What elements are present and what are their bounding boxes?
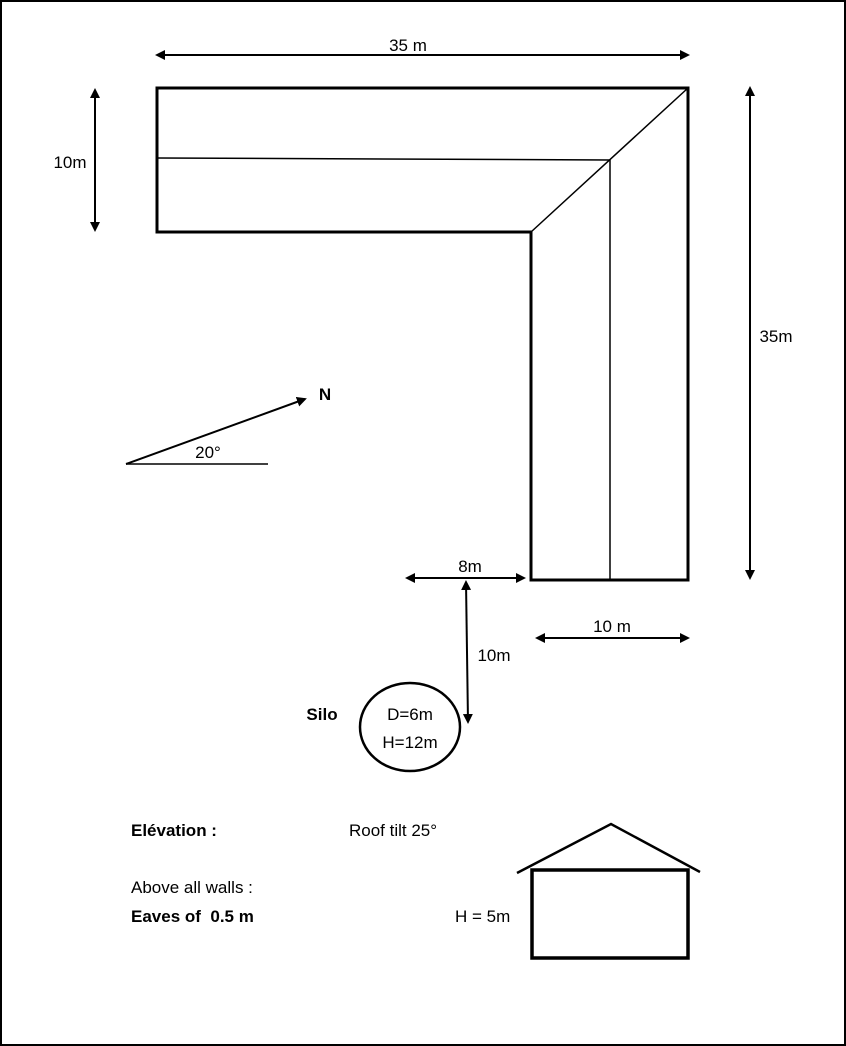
roof-tilt-label: Roof tilt 25° — [349, 821, 437, 840]
silo-diameter: D=6m — [387, 705, 433, 724]
elevation-walls — [530, 868, 690, 960]
above-walls-label: Above all walls : — [131, 878, 253, 897]
silo-offset-y-arrow — [461, 580, 473, 724]
silo-label: Silo — [306, 705, 337, 724]
roof-hip-line — [530, 87, 689, 233]
silo-offset-y-label: 10m — [477, 646, 510, 665]
silo-offset-x-label: 8m — [458, 557, 482, 576]
wall-height-label: H = 5m — [455, 907, 510, 926]
top-width-label: 35 m — [389, 36, 427, 55]
bottom-width-label: 10 m — [593, 617, 631, 636]
north-angle-label: 20° — [195, 443, 221, 462]
elevation-title: Elévation : — [131, 821, 217, 840]
silo-circle — [358, 681, 462, 773]
right-length-label: 35m — [759, 327, 792, 346]
elevation-roof — [516, 822, 701, 875]
north-arrow-icon — [125, 397, 307, 465]
wing-width-label: 10m — [53, 153, 86, 172]
eaves-label: Eaves of 0.5 m — [131, 907, 254, 926]
north-label: N — [319, 385, 331, 404]
silo-height: H=12m — [382, 733, 437, 752]
